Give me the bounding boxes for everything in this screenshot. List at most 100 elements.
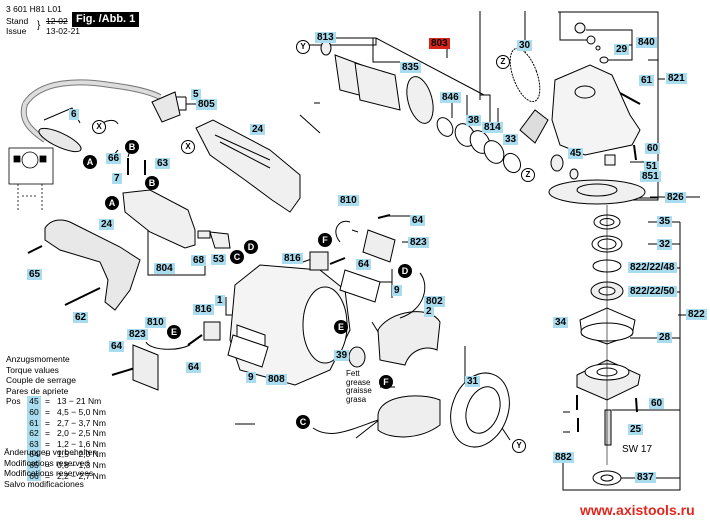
part-label-823-lower: 823 [127, 329, 148, 340]
torque-row: 66 = 2,2 − 2,7 Nm [6, 470, 106, 482]
torque-table: Anzugsmomente Torque values Couple de se… [6, 354, 106, 482]
connector-b-lower: B [145, 176, 159, 190]
part-label-835: 835 [400, 62, 421, 73]
part-label-814: 814 [482, 122, 503, 133]
note-en: Modifications reserved [4, 457, 90, 468]
torque-value: 2,7 − 3,7 Nm [57, 417, 106, 428]
equals-sign: = [45, 449, 50, 460]
part-label-60-lower: 60 [649, 398, 665, 409]
torque-pos: 63 [27, 438, 41, 450]
part-label-64-mid: 64 [356, 259, 372, 270]
old-date: 12-02 [46, 16, 68, 26]
part-label-816-lower: 816 [193, 304, 214, 315]
equals-sign: = [45, 459, 50, 470]
part-label-822-22-50: 822/22/50 [628, 286, 677, 297]
ref-mark-z-bearing: Z [521, 168, 535, 182]
torque-pos: 66 [27, 470, 41, 482]
part-label-53: 53 [211, 254, 227, 265]
torque-title-fr: Couple de serrage [6, 375, 76, 386]
part-label-821: 821 [666, 73, 687, 84]
part-label-31: 31 [465, 376, 481, 387]
part-label-9-upper: 9 [392, 285, 402, 296]
grease-fr: graisse [346, 386, 372, 396]
modification-notes: Änderungen vorbehalten Modifications res… [4, 447, 97, 489]
equals-sign: = [45, 428, 50, 439]
part-label-64-left: 64 [109, 341, 125, 352]
equals-sign: = [45, 417, 50, 428]
part-label-33: 33 [503, 134, 519, 145]
connector-f-upper: F [318, 233, 332, 247]
part-label-64-lower: 64 [186, 362, 202, 373]
part-label-35: 35 [657, 216, 673, 227]
connector-c-upper: C [230, 250, 244, 264]
part-label-24-lower: 24 [99, 219, 115, 230]
part-label-34: 34 [553, 317, 569, 328]
torque-pos: 62 [27, 428, 41, 439]
torque-title-de: Anzugsmomente [6, 354, 70, 364]
equals-sign: = [45, 396, 50, 407]
part-label-51: 51 [644, 161, 660, 172]
torque-pos: 61 [27, 417, 41, 429]
part-label-822: 822 [686, 309, 707, 320]
torque-value: 4,5 − 5,0 Nm [57, 406, 106, 417]
bracket-glyph: } [37, 20, 41, 31]
part-label-66: 66 [106, 153, 122, 164]
part-label-804: 804 [154, 263, 175, 274]
part-label-6: 6 [69, 109, 79, 120]
torque-row: 64 = 1,5 − 2,0 Nm [6, 449, 106, 460]
part-label-823-upper: 823 [408, 237, 429, 248]
bracket-804 [147, 215, 206, 276]
connector-e-left: E [167, 325, 181, 339]
part-label-63: 63 [155, 158, 171, 169]
part-label-62: 62 [73, 312, 89, 323]
document-number: 3 601 H81 L01 [6, 4, 62, 14]
torque-row: Pos 45 = 13 − 21 Nm [6, 396, 106, 407]
part-label-25: 25 [628, 424, 644, 435]
part-label-28: 28 [657, 332, 673, 343]
ref-mark-x-handle: X [181, 140, 195, 154]
figure-label: Fig. /Abb. 1 [72, 12, 140, 27]
ref-mark-x-left: X [92, 120, 106, 134]
part-label-840: 840 [636, 37, 657, 48]
grease-de: Fett [346, 369, 360, 378]
part-label-822-22-48: 822/22/48 [628, 262, 677, 273]
part-label-68: 68 [191, 255, 207, 266]
note-es: Salvo modificaciones [4, 478, 84, 489]
equals-sign: = [45, 438, 50, 449]
pos-label: Pos [6, 396, 21, 407]
torque-value: 2,0 − 2,5 Nm [57, 428, 106, 439]
bracket-822 [562, 222, 681, 491]
connector-e-mid: E [334, 320, 348, 334]
watermark-url[interactable]: www.axistools.ru [580, 502, 695, 518]
part-label-803: 803 [429, 38, 450, 49]
note-fr: Modifications reservees [4, 468, 94, 479]
torque-pos: 45 [27, 396, 41, 407]
part-label-810-upper: 810 [338, 195, 359, 206]
torque-value: 1,5 − 2,0 Nm [57, 449, 106, 460]
part-label-805: 805 [196, 99, 217, 110]
torque-title-en: Torque values [6, 364, 59, 375]
part-label-810-lower: 810 [145, 317, 166, 328]
connector-f-lower: F [379, 375, 393, 389]
part-label-38: 38 [466, 115, 482, 126]
issue-date: 13-02-21 [46, 26, 81, 36]
part-label-39: 39 [334, 350, 350, 361]
torque-pos: 65 [27, 459, 41, 471]
part-label-813: 813 [315, 32, 336, 43]
connector-a-upper: A [83, 155, 97, 169]
part-label-2: 2 [424, 306, 434, 317]
part-label-65: 65 [27, 269, 43, 280]
part-label-45: 45 [568, 148, 584, 159]
stand-label: Stand [6, 16, 29, 26]
connector-b-upper: B [125, 140, 139, 154]
torque-pos: 64 [27, 449, 41, 460]
part-label-32: 32 [657, 239, 673, 250]
part-label-837: 837 [635, 472, 656, 483]
part-label-9-lower: 9 [246, 372, 256, 383]
part-label-60-upper: 60 [645, 143, 661, 154]
connector-c-lower: C [296, 415, 310, 429]
part-label-7: 7 [112, 173, 122, 184]
part-label-826: 826 [665, 192, 686, 203]
